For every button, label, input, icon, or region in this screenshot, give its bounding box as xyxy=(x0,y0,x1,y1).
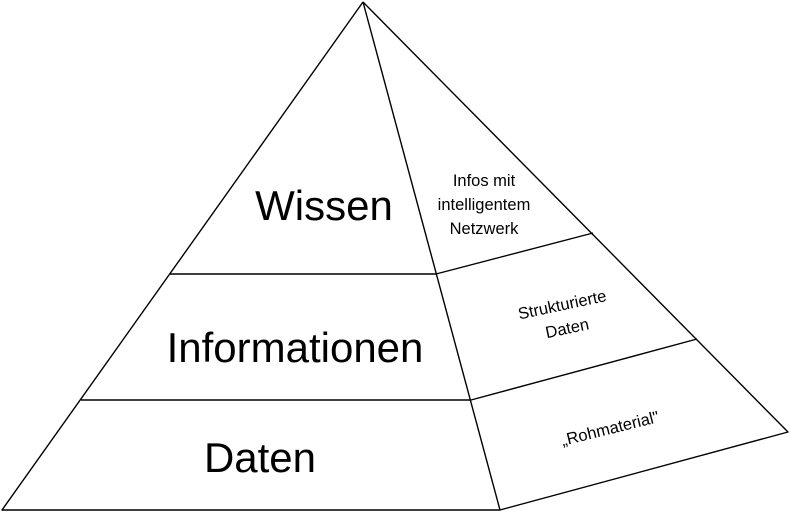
wissen-description-line-1: Infos mit xyxy=(453,172,516,190)
side-divider-informationen-daten xyxy=(470,338,698,401)
wissen-description-line-3: Netzwerk xyxy=(450,220,520,238)
side-description-wissen: Infos mit intelligentem Netzwerk xyxy=(438,172,531,238)
level-label-informationen: Informationen xyxy=(167,324,424,371)
wissen-description-line-2: intelligentem xyxy=(438,196,531,214)
level-label-wissen: Wissen xyxy=(255,182,393,229)
side-divider-wissen-informationen xyxy=(435,232,594,275)
level-label-daten: Daten xyxy=(204,434,316,481)
pyramid-ridge-edge xyxy=(362,1,501,511)
pyramid-front-face xyxy=(2,2,500,510)
pyramid-side-face xyxy=(363,2,788,510)
